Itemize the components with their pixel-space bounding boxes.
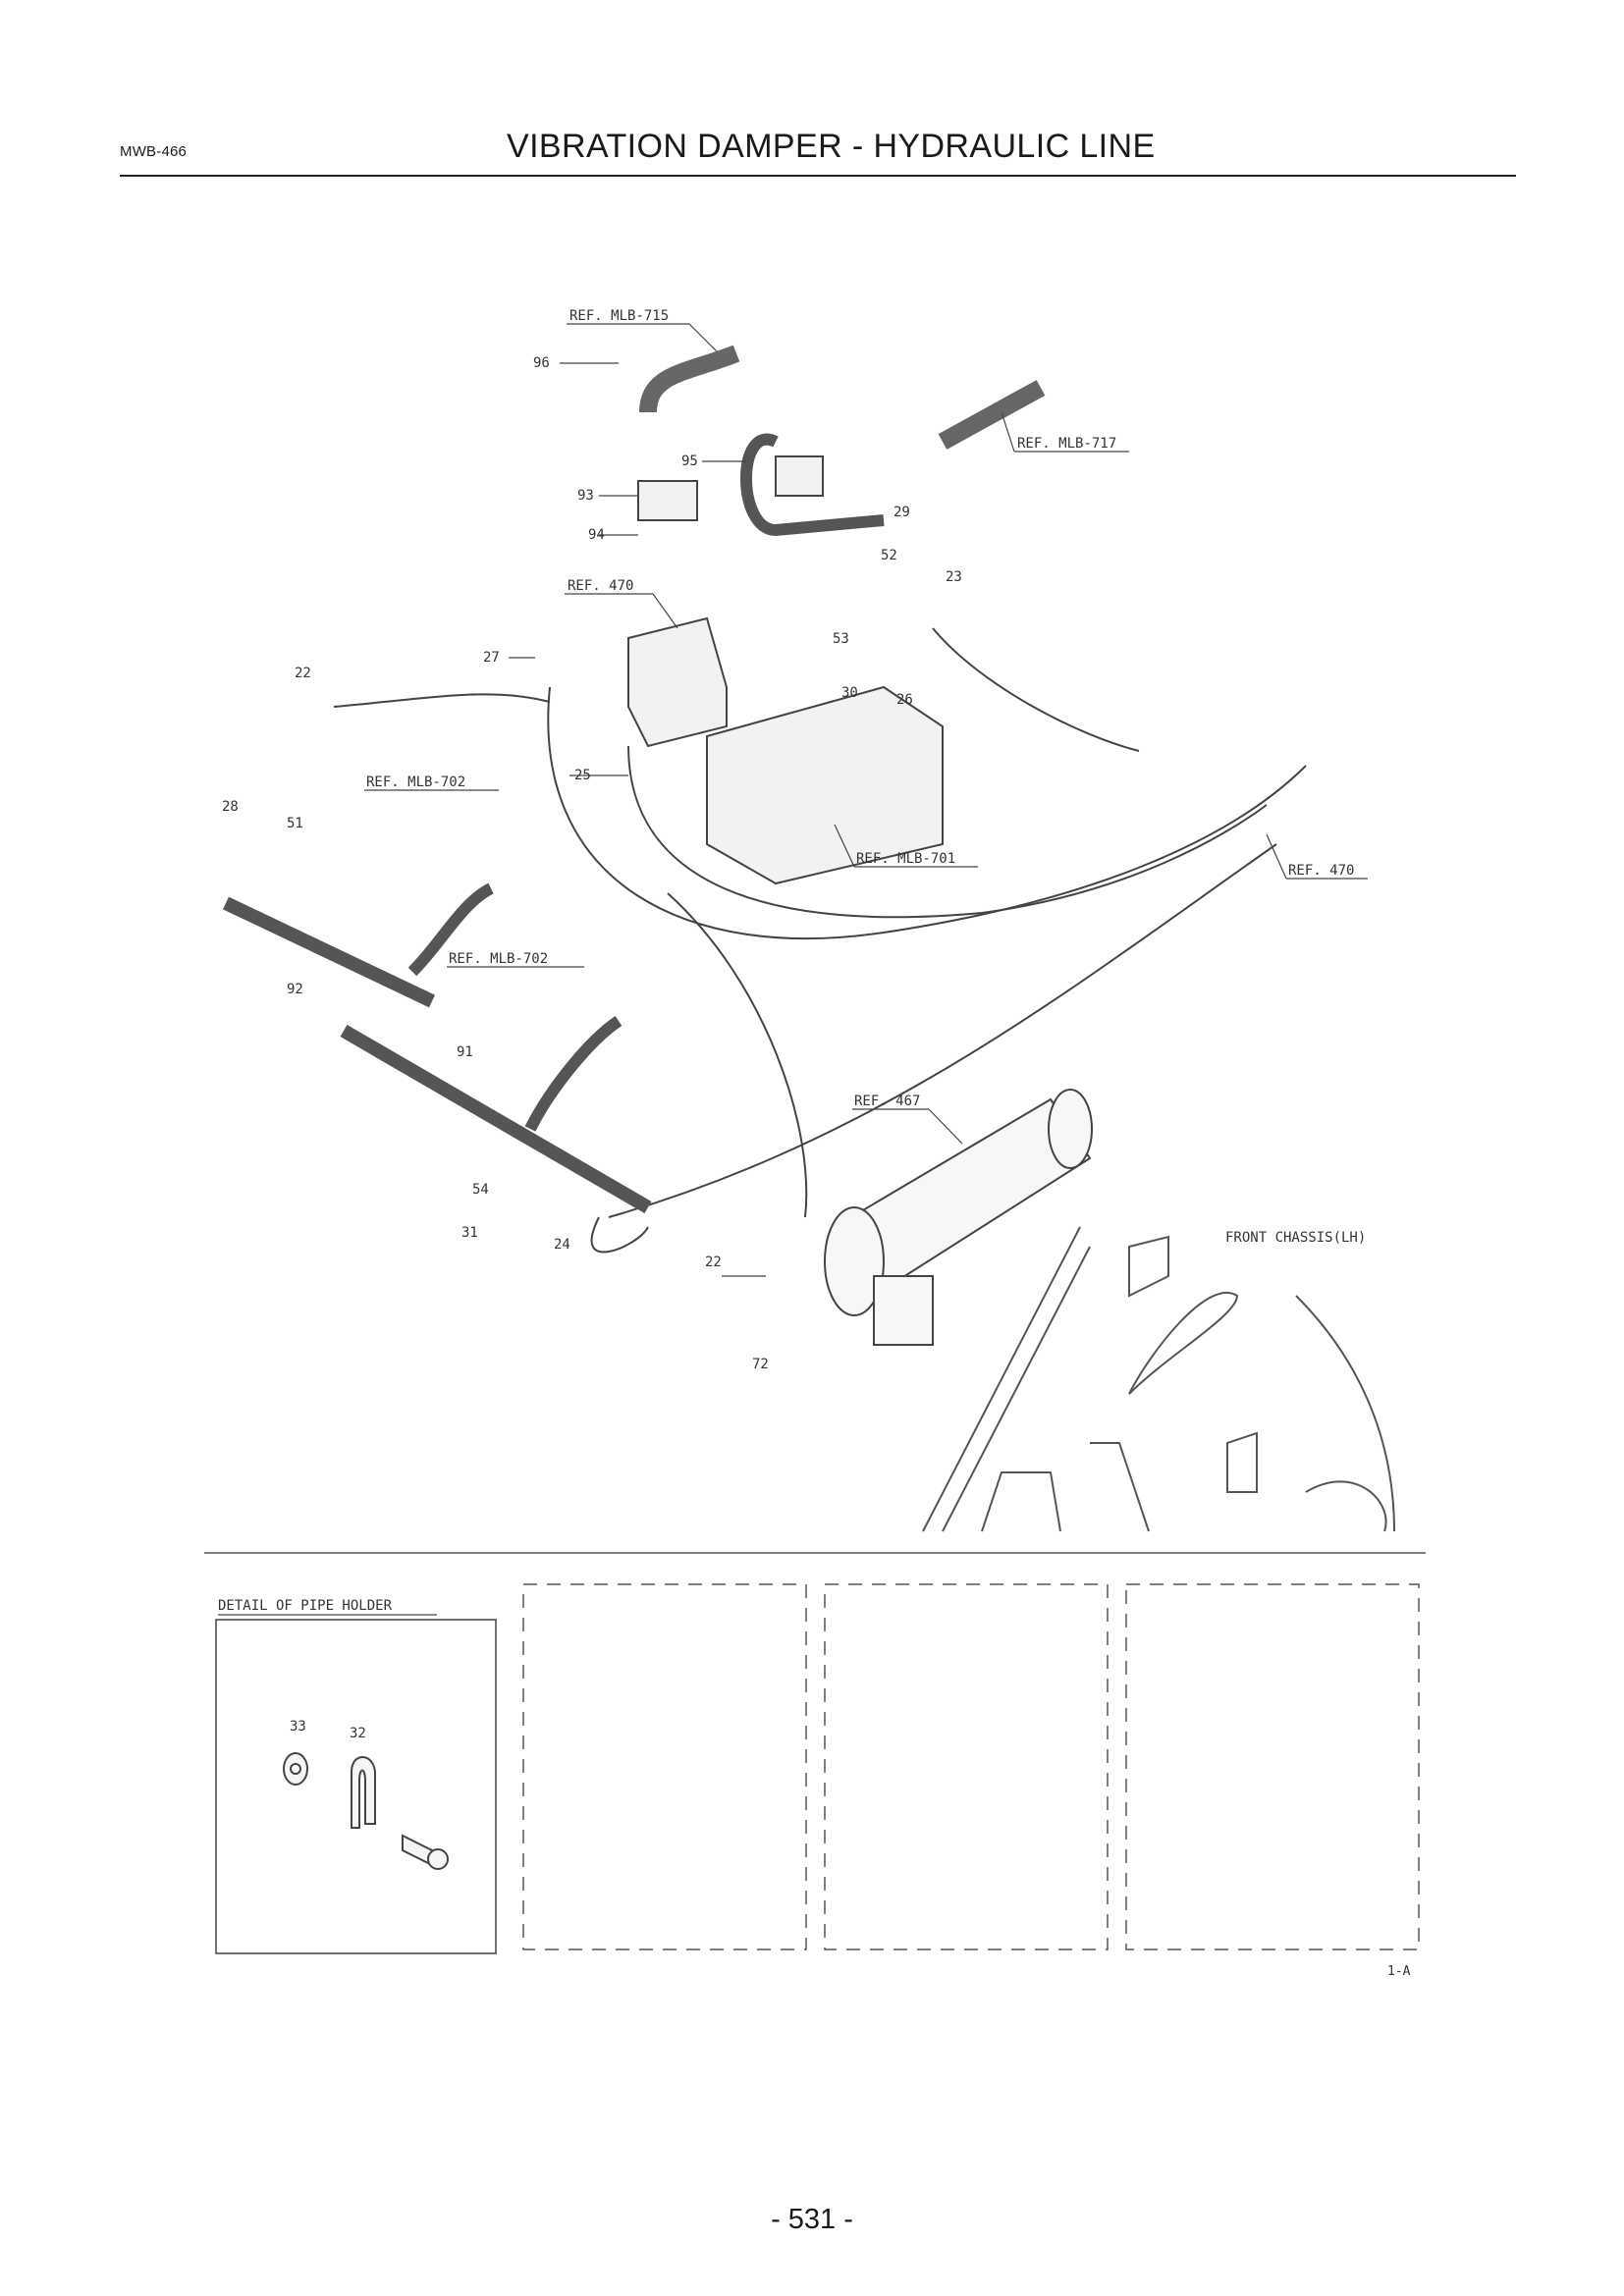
part-33-label: 33 — [290, 1719, 306, 1735]
header-rule — [120, 175, 1516, 177]
part-23-label: 23 — [946, 569, 962, 585]
detail-title: DETAIL OF PIPE HOLDER — [218, 1598, 393, 1614]
blank-panel-1 — [522, 1583, 807, 1950]
hose-717 — [938, 380, 1046, 450]
part-31-label: 31 — [461, 1225, 478, 1241]
part-27-label: 27 — [483, 650, 500, 666]
blank-panel-3 — [1125, 1583, 1420, 1950]
part-29-label: 29 — [893, 505, 910, 520]
part-26-label: 26 — [896, 692, 913, 708]
part-22-bottom-label: 22 — [705, 1255, 722, 1270]
part-32-label: 32 — [350, 1726, 366, 1741]
ref-mlb-702-label-b: REF. MLB-702 — [449, 951, 548, 967]
ref-mlb-715-label: REF. MLB-715 — [569, 308, 669, 324]
page-number: - 531 - — [771, 2204, 853, 2235]
part-92-label: 92 — [287, 982, 303, 997]
part-51-label: 51 — [287, 816, 303, 831]
hose-line — [590, 1216, 649, 1254]
part-22-top-label: 22 — [295, 666, 311, 681]
part-95-label: 95 — [681, 454, 698, 469]
damper-accumulator — [824, 1089, 1093, 1346]
hose-line — [333, 693, 551, 708]
hose-line — [547, 686, 1307, 940]
part-52-label: 52 — [881, 548, 897, 563]
pipe-95 — [740, 433, 885, 537]
detail-frame — [215, 1619, 497, 1954]
pipe-bend — [524, 1016, 623, 1132]
sheet-code: 1-A — [1387, 1964, 1411, 1979]
ref-mlb-701-label: REF. MLB-701 — [856, 851, 955, 867]
ref-mlb-717-label: REF. MLB-717 — [1017, 436, 1116, 452]
pipe-91 — [340, 1024, 652, 1214]
ref-470-top-label: REF. 470 — [568, 578, 633, 594]
front-chassis — [922, 1226, 1395, 1532]
page-title: VIBRATION DAMPER - HYDRAULIC LINE — [507, 128, 1156, 165]
ref-mlb-702-label-a: REF. MLB-702 — [366, 774, 465, 790]
pipe-bend — [407, 882, 494, 977]
part-28-label: 28 — [222, 799, 239, 815]
part-25-label: 25 — [574, 768, 591, 783]
pipe-holder-detail — [283, 1752, 449, 1870]
part-24-label: 24 — [554, 1237, 570, 1253]
page-code: MWB-466 — [120, 143, 188, 160]
ref-467-label: REF. 467 — [854, 1094, 920, 1109]
part-54-label: 54 — [472, 1182, 489, 1198]
part-30-label: 30 — [841, 685, 858, 701]
hose-715 — [639, 345, 740, 413]
control-valve-block — [627, 455, 944, 885]
ref-470-right-label: REF. 470 — [1288, 863, 1354, 879]
part-96-label: 96 — [533, 355, 550, 371]
part-72-label: 72 — [752, 1357, 769, 1372]
part-93-label: 93 — [577, 488, 594, 504]
front-chassis-label: FRONT CHASSIS(LH) — [1225, 1230, 1366, 1246]
hose-line — [667, 892, 808, 1218]
blank-panel-2 — [824, 1583, 1109, 1950]
hose-line — [932, 627, 1140, 752]
part-91-label: 91 — [457, 1044, 473, 1060]
part-94-label: 94 — [588, 527, 605, 543]
hose-line — [608, 843, 1277, 1218]
part-53-label: 53 — [833, 631, 849, 647]
hose-line — [627, 745, 1268, 919]
pipe-92 — [222, 896, 436, 1008]
